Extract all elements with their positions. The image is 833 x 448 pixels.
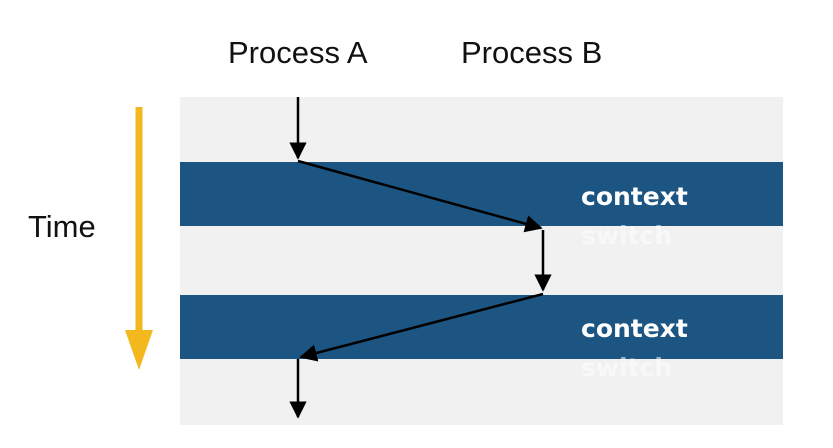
context-switch-label-1-line2: switch [581,221,672,250]
timeline-panel [180,97,783,425]
context-switch-band-2 [180,295,783,359]
context-switch-band-1 [180,162,783,226]
context-switch-label-2-line1: context [581,314,688,343]
switch-b-to-a-arrow [299,292,544,362]
time-axis-label: Time [28,209,96,244]
process-a-label: Process A [228,35,368,70]
process-b-label: Process B [461,35,602,70]
time-arrow [125,107,153,370]
context-switch-label-1-line1: context [581,182,688,211]
switch-a-to-b-arrow [297,159,543,233]
context-switch-label-2-line2: switch [581,353,672,382]
